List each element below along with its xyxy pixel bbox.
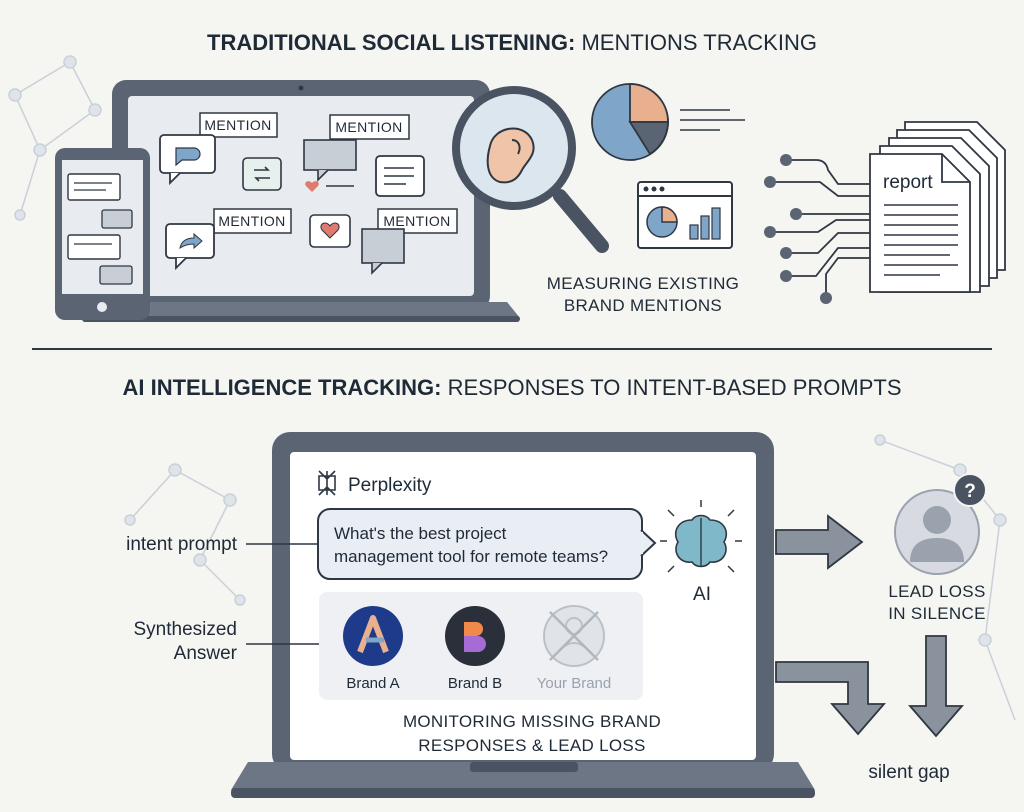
network-decoration-bottom-right — [874, 434, 1016, 721]
top-section-title: TRADITIONAL SOCIAL LISTENING: MENTIONS T… — [207, 30, 817, 55]
top-caption-line1: MEASURING EXISTING — [547, 274, 739, 293]
arrow-icon — [775, 514, 864, 570]
mention-tag: MENTION — [329, 114, 410, 140]
mention-tag: MENTION — [213, 208, 292, 234]
brand-b-label: Brand B — [448, 675, 502, 692]
synthesized-answer-label-line1: Synthesized — [133, 619, 237, 640]
bottom-title-rest: RESPONSES TO INTENT-BASED PROMPTS — [441, 375, 901, 400]
mention-tag: MENTION — [199, 112, 278, 138]
phone-icon — [55, 148, 150, 320]
mention-tag-text: MENTION — [335, 119, 402, 135]
speech-bubble-icon — [159, 134, 216, 186]
heart-icon — [309, 214, 351, 248]
arrow-icon — [775, 661, 886, 736]
network-decoration-bottom-left — [124, 463, 246, 606]
ai-brain-icon — [660, 500, 742, 573]
circuit-icon — [764, 154, 870, 304]
synthesized-answer-label-line2: Answer — [174, 643, 238, 664]
question-mark-glyph: ? — [964, 481, 976, 502]
lead-loss-line1: LEAD LOSS — [888, 582, 985, 601]
bottom-section-title: AI INTELLIGENCE TRACKING: RESPONSES TO I… — [122, 375, 901, 400]
bottom-caption-line2: RESPONSES & LEAD LOSS — [418, 736, 645, 755]
mention-tag-text: MENTION — [383, 213, 450, 229]
retweet-icon — [242, 157, 282, 191]
network-decoration-top — [8, 55, 102, 221]
perplexity-logo-icon — [318, 470, 336, 496]
bottom-caption-line1: MONITORING MISSING BRAND — [403, 712, 661, 731]
query-line2: management tool for remote teams? — [334, 547, 608, 566]
query-line1: What's the best project — [334, 524, 507, 543]
report-stack-icon — [869, 121, 1006, 293]
silent-gap-label: silent gap — [868, 762, 949, 783]
magnifier-ear-icon — [452, 86, 609, 253]
mention-tag-text: MENTION — [218, 213, 285, 229]
top-caption-line2: BRAND MENTIONS — [564, 296, 722, 315]
lead-loss-line2: IN SILENCE — [888, 604, 985, 623]
your-brand-crossed-logo — [543, 605, 605, 667]
top-title-bold: TRADITIONAL SOCIAL LISTENING: — [207, 30, 575, 55]
share-icon — [165, 223, 215, 271]
top-title-rest: MENTIONS TRACKING — [575, 30, 817, 55]
ai-label: AI — [693, 584, 711, 605]
query-bubble — [317, 508, 657, 580]
bottom-title-bold: AI INTELLIGENCE TRACKING: — [122, 375, 441, 400]
brand-a-logo — [343, 606, 403, 666]
arrow-icon — [908, 635, 964, 738]
brand-a-label: Brand A — [346, 675, 399, 692]
speech-bubble-icon — [375, 155, 425, 197]
speech-bubble-icon — [361, 228, 405, 275]
intent-prompt-label: intent prompt — [126, 534, 238, 555]
app-name: Perplexity — [348, 475, 432, 496]
your-brand-label: Your Brand — [537, 675, 612, 692]
user-question-icon: ? — [894, 473, 987, 575]
heart-icon — [305, 181, 354, 192]
speech-bubble-icon — [303, 139, 357, 182]
report-label: report — [883, 172, 933, 193]
pie-chart-icon — [591, 83, 745, 161]
dashboard-icon — [637, 181, 733, 249]
mention-tag-text: MENTION — [204, 117, 271, 133]
brand-b-logo — [445, 606, 505, 666]
